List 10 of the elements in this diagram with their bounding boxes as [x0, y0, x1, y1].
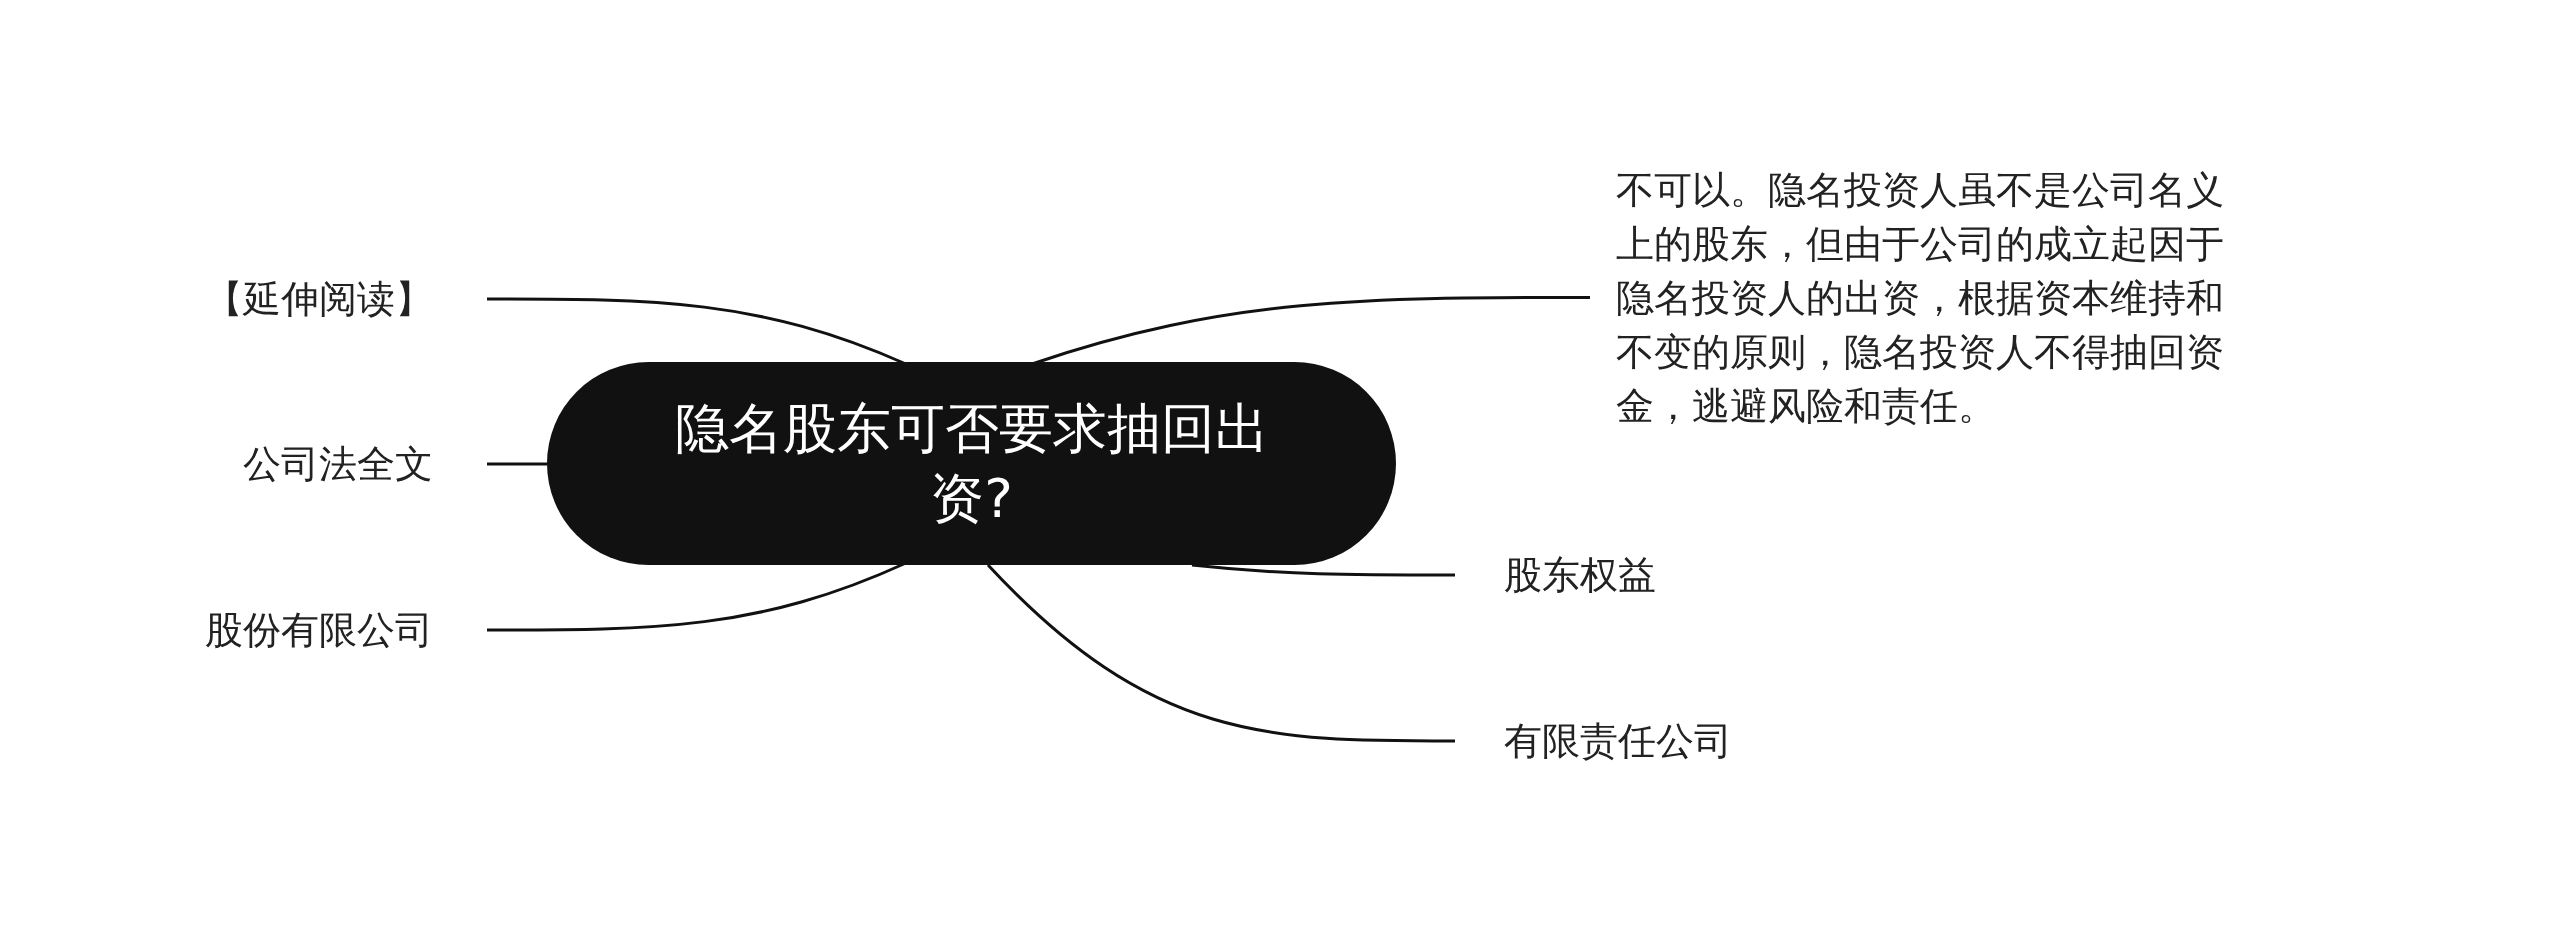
branch-line [986, 563, 1455, 743]
branch-line [487, 462, 547, 466]
branch-text: 公司法全文 [243, 441, 433, 488]
branch-text: 不可以。隐名投资人虽不是公司名义上的股东，但由于公司的成立起因于隐名投资人的出资，根据资本维持和不变的原则，隐名投资人不得抽回资金，逃避风险和责任。 [1616, 166, 2225, 430]
topic-text: 隐名股东可否要求抽回出资? [673, 395, 1270, 532]
branch-text: 股份有限公司 [205, 607, 433, 654]
branch-text: 股东权益 [1504, 552, 1656, 599]
branch-text: 有限责任公司 [1504, 718, 1732, 765]
branch-text: 【延伸阅读】 [205, 276, 433, 323]
branch-line [1191, 563, 1455, 577]
